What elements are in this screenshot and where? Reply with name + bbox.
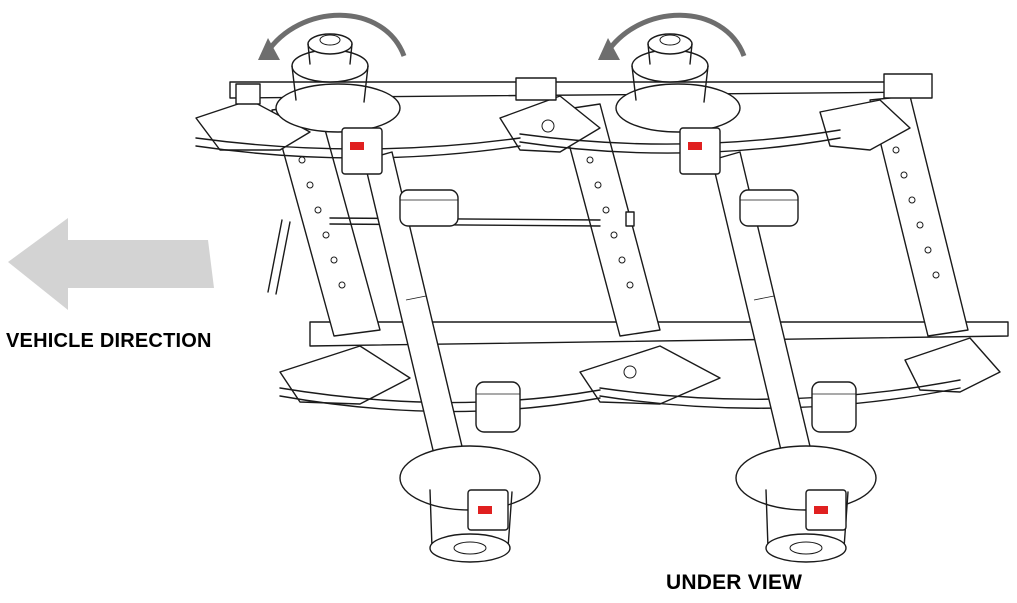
cross-member-middle bbox=[559, 103, 661, 337]
brake-caliper-front-top bbox=[679, 127, 721, 175]
air-chamber-rear-top bbox=[399, 189, 459, 227]
rotation-arrowhead-rear-icon bbox=[258, 38, 280, 60]
axle-frame-drawing bbox=[195, 33, 1009, 563]
air-chamber-front-top bbox=[739, 189, 799, 227]
vehicle-direction-arrow-icon bbox=[8, 218, 214, 310]
brake-caliper-rear-bottom bbox=[467, 489, 509, 531]
wheel-hub-rear-top bbox=[275, 33, 401, 133]
wheel-hub-front-top bbox=[615, 33, 741, 133]
view-label: UNDER VIEW bbox=[666, 571, 803, 594]
rotation-arrow-front-icon bbox=[603, 12, 747, 57]
cross-member-rear bbox=[271, 103, 381, 337]
vehicle-direction-label: VEHICLE DIRECTION bbox=[6, 330, 212, 352]
brake-caliper-front-bottom bbox=[805, 489, 847, 531]
air-chamber-rear-bottom bbox=[475, 381, 521, 433]
brake-caliper-rear-top bbox=[341, 127, 383, 175]
air-chamber-front-bottom bbox=[811, 381, 857, 433]
rotation-arrowhead-front-icon bbox=[598, 38, 620, 60]
rotation-arrow-rear-icon bbox=[263, 12, 407, 57]
